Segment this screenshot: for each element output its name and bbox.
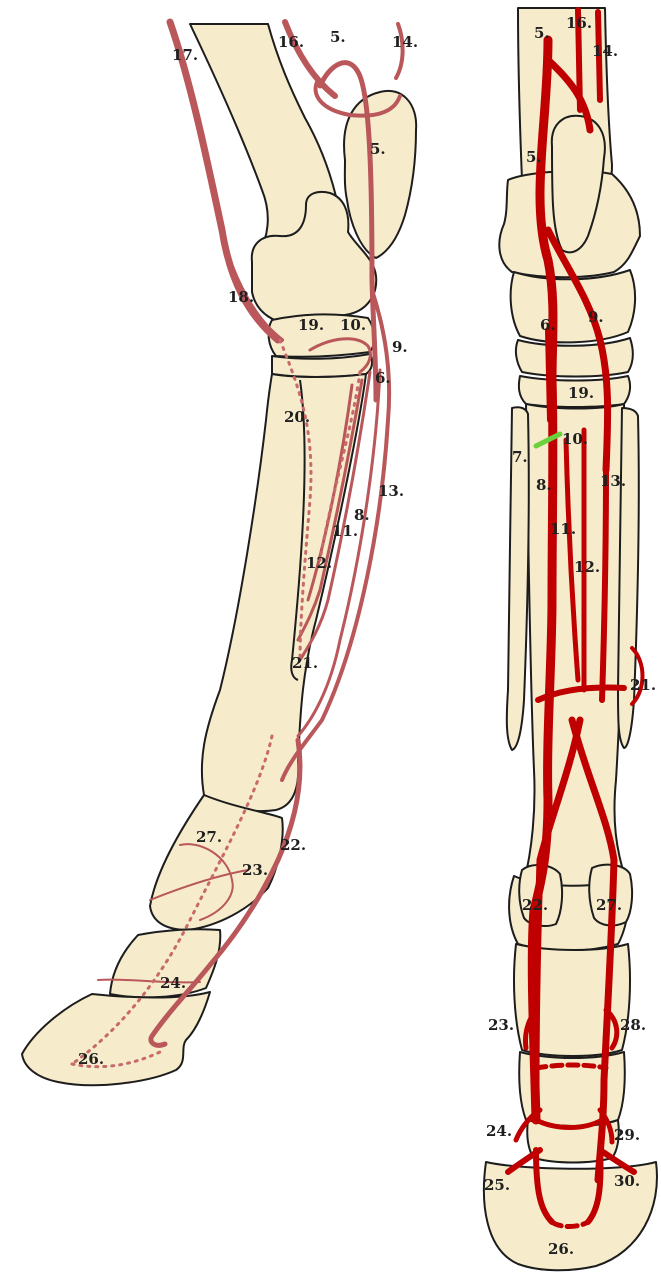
right-label-11: 11. — [550, 520, 576, 538]
left-label-16: 16. — [278, 33, 304, 51]
left-label-17: 17. — [172, 46, 198, 64]
left-label-10: 10. — [340, 316, 366, 334]
right-label-6: 6. — [540, 316, 556, 334]
right-label-14: 14. — [592, 42, 618, 60]
right-label-24: 24. — [486, 1122, 512, 1140]
left-label-27: 27. — [196, 828, 222, 846]
right-label-19: 19. — [568, 384, 594, 402]
left-label-18: 18. — [228, 288, 254, 306]
left-metatarsal-bone — [202, 374, 366, 811]
left-hoof — [22, 992, 210, 1085]
left-label-5-mid: 5. — [370, 140, 386, 158]
left-label-12: 12. — [306, 554, 332, 572]
right-label-30: 30. — [614, 1172, 640, 1190]
left-label-26: 26. — [78, 1050, 104, 1068]
left-label-5-top: 5. — [330, 28, 346, 46]
right-label-27: 27. — [596, 896, 622, 914]
left-label-19: 19. — [298, 316, 324, 334]
right-label-8: 8. — [536, 476, 552, 494]
right-label-5-mid: 5. — [526, 148, 542, 166]
right-label-9: 9. — [588, 308, 604, 326]
left-label-20: 20. — [284, 408, 310, 426]
right-tarsal-row-2 — [516, 338, 633, 377]
right-label-13: 13. — [600, 472, 626, 490]
right-label-7: 7. — [512, 448, 528, 466]
right-label-12: 12. — [574, 558, 600, 576]
right-label-10: 10. — [562, 430, 588, 448]
right-label-25: 25. — [484, 1176, 510, 1194]
right-label-22: 22. — [522, 896, 548, 914]
right-label-26: 26. — [548, 1240, 574, 1258]
right-label-29: 29. — [614, 1126, 640, 1144]
right-label-28: 28. — [620, 1016, 646, 1034]
left-label-9: 9. — [392, 338, 408, 356]
right-bones — [484, 8, 657, 1270]
left-label-13: 13. — [378, 482, 404, 500]
left-label-24: 24. — [160, 974, 186, 992]
right-label-5-top: 5. — [534, 24, 550, 42]
right-artery-22 — [536, 860, 540, 1090]
right-label-16: 16. — [566, 14, 592, 32]
right-artery-6 — [548, 330, 550, 420]
left-label-6: 6. — [375, 369, 391, 387]
left-label-23: 23. — [242, 861, 268, 879]
right-view: 5. 16. 14. 5. 6. 9. 19. 10. 7. 8. 13. 11… — [484, 8, 657, 1270]
left-view: 17. 16. 5. 14. 5. 18. 19. 10. 9. 6. 20. … — [22, 22, 418, 1085]
left-label-14: 14. — [392, 33, 418, 51]
left-label-21: 21. — [292, 654, 318, 672]
left-label-22: 22. — [280, 836, 306, 854]
right-label-21: 21. — [630, 676, 656, 694]
right-label-23: 23. — [488, 1016, 514, 1034]
left-label-11: 11. — [332, 522, 358, 540]
